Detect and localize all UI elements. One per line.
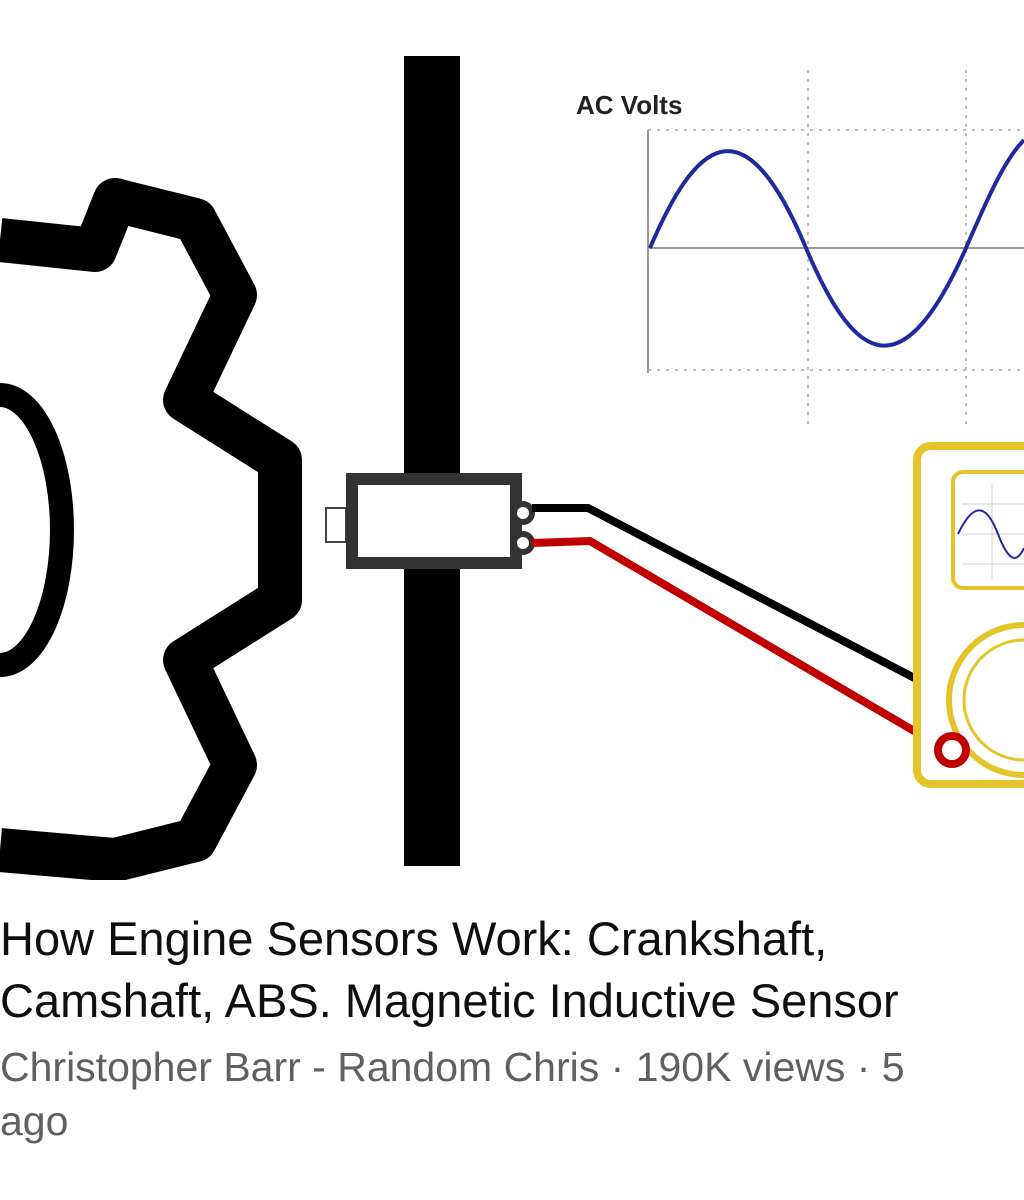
- upload-age: 5 ago: [0, 1044, 905, 1144]
- video-details: How Engine Sensors Work: Crankshaft, Cam…: [0, 908, 1024, 1200]
- video-metadata: Christopher Barr - Random Chris · 190K v…: [0, 1040, 1024, 1148]
- meta-separator: ·: [599, 1044, 636, 1090]
- video-title[interactable]: How Engine Sensors Work: Crankshaft, Cam…: [0, 912, 899, 1027]
- multimeter-icon: [913, 442, 1024, 788]
- thumbnail-illustration: AC Volts: [0, 56, 1024, 880]
- mounting-bar: [404, 56, 460, 866]
- meta-separator: ·: [845, 1044, 882, 1090]
- sensor-wires: [531, 504, 1024, 749]
- video-thumbnail[interactable]: AC Volts: [0, 0, 1024, 880]
- sensor-icon: [325, 473, 535, 569]
- graph-label: AC Volts: [576, 90, 682, 120]
- view-count: 190K views: [635, 1044, 846, 1090]
- channel-name[interactable]: Christopher Barr - Random Chris: [0, 1044, 600, 1090]
- ac-voltage-graph: AC Volts: [576, 70, 1024, 430]
- gear-icon: [0, 178, 302, 880]
